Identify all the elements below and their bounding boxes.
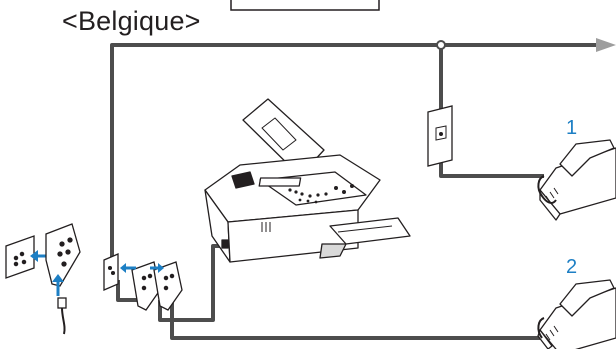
telephone-1-icon: [537, 139, 616, 221]
phone-plug-left-icon: [57, 297, 67, 335]
fax-cable: [158, 244, 227, 322]
diagram-title: <Belgique>: [62, 6, 201, 36]
phone-1-cable: [439, 138, 544, 178]
double-adapter-icon: [131, 261, 183, 311]
label-box-fragment: [230, 0, 380, 11]
fax-machine-icon: [204, 98, 411, 263]
wall-socket-icon: [5, 235, 35, 279]
phone-2-cable: [170, 300, 540, 340]
wall-socket-middle-icon: [103, 253, 119, 291]
phone-2-label: 2: [566, 256, 578, 278]
wall-jack: [427, 105, 453, 167]
wall-cable: [116, 280, 140, 302]
line-arrow: [596, 38, 616, 52]
telephone-2-icon: [537, 279, 616, 349]
junction-dot: [436, 40, 446, 50]
left-adapter-icon: [45, 223, 81, 287]
phone-1-label: 1: [566, 117, 578, 139]
